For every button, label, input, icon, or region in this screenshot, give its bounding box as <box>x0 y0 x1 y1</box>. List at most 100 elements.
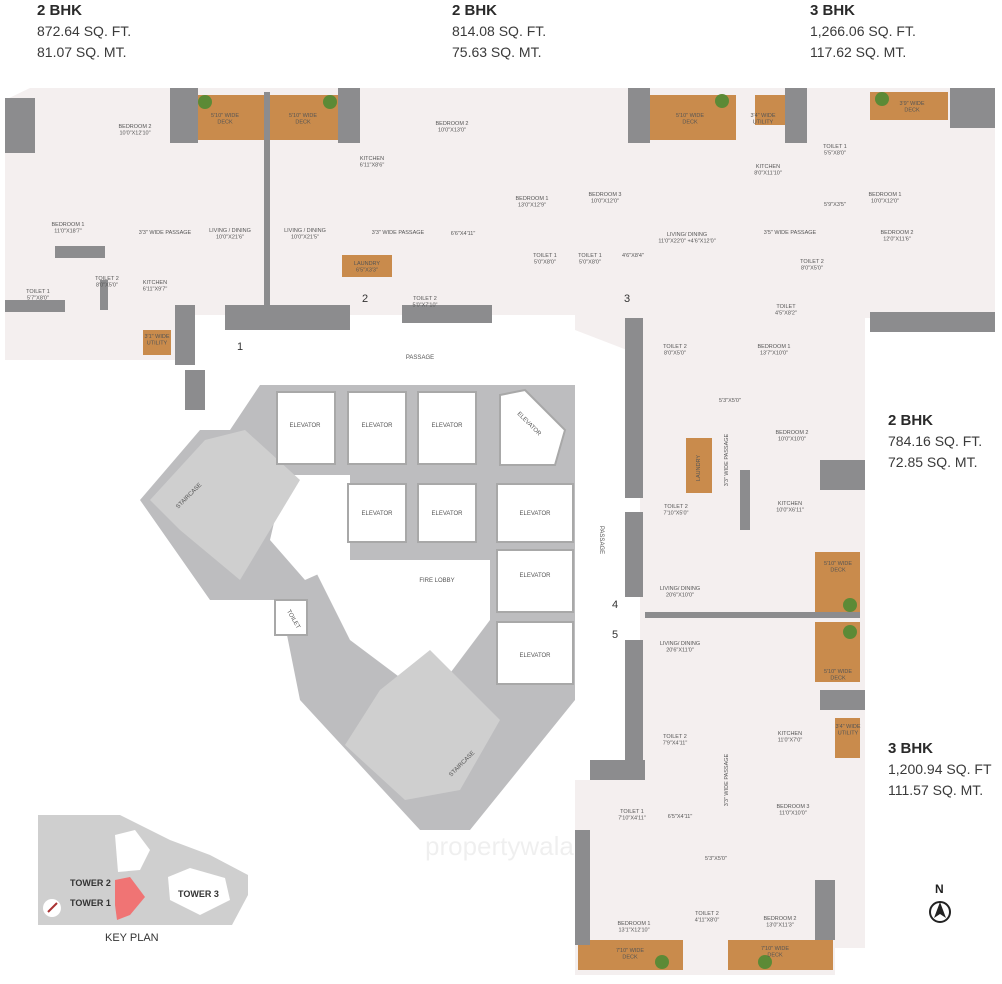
entry-number: 1 <box>237 341 243 353</box>
plant-icons <box>198 92 889 969</box>
room-name: 7'10" WIDE <box>761 946 789 952</box>
room-dimension: 7'9"X4'11" <box>663 741 688 747</box>
room-dimension: 5'0"X8'0" <box>534 260 556 266</box>
room-name: BEDROOM 3 <box>588 192 621 198</box>
room-dimension: DECK <box>904 108 920 114</box>
room-dimension: 7'10"X5'0" <box>664 511 689 517</box>
room-label: 6'6"X4'11" <box>451 231 476 237</box>
room-dimension: DECK <box>295 120 311 126</box>
room-dimension: UTILITY <box>838 731 859 737</box>
room-name: LIVING / DINING <box>209 228 251 234</box>
unit-type: 2 BHK <box>452 2 498 19</box>
unit-sqmt: 72.85 SQ. MT. <box>888 454 978 470</box>
room-name: KITCHEN <box>143 280 167 286</box>
room-dimension: 10'0"X12'0" <box>871 199 899 205</box>
room-dimension: 20'6"X10'0" <box>666 593 694 599</box>
room-name: TOILET 1 <box>823 144 847 150</box>
room-name: KITCHEN <box>778 501 802 507</box>
elevator-label: ELEVATOR <box>431 423 463 429</box>
room-dimension: 4'5"X8'2" <box>775 311 797 317</box>
room-dimension: 10'0"X21'6" <box>216 235 244 241</box>
room-dimension: 10'0"X12'0" <box>591 199 619 205</box>
room-name: 4'6"X8'4" <box>622 253 644 259</box>
room-name: BEDROOM 1 <box>51 222 84 228</box>
compass-label: N <box>935 882 944 896</box>
room-name: 5'10" WIDE <box>824 561 852 567</box>
room-name: 3'3" WIDE PASSAGE <box>372 230 425 236</box>
room-dimension: 6'11"X9'7" <box>143 287 168 293</box>
room-name: 5'3"X5'0" <box>705 856 727 862</box>
unit-header-2: 2 BHK 814.08 SQ. FT. 75.63 SQ. MT. <box>452 0 546 63</box>
unit-header-5: 3 BHK 1,200.94 SQ. FT 111.57 SQ. MT. <box>888 738 992 801</box>
room-label: 5'9"X3'5" <box>824 202 846 208</box>
room-name: TOILET 1 <box>26 289 50 295</box>
laundry-label: LAUNDRY <box>696 455 702 482</box>
room-name: TOILET 2 <box>664 504 688 510</box>
compass-north-icon: N <box>929 882 951 923</box>
room-dimension: 10'0"X21'5" <box>291 235 319 241</box>
room-name: 5'3"X5'0" <box>719 398 741 404</box>
unit-sqmt: 117.62 SQ. MT. <box>810 44 907 60</box>
room-label: 5'3"X5'0" <box>719 398 741 404</box>
room-name: TOILET 2 <box>663 344 687 350</box>
room-dimension: 4'11"X8'0" <box>695 918 720 924</box>
elevator-label: ELEVATOR <box>431 511 463 517</box>
key-plan-tower-1: TOWER 1 <box>70 898 111 908</box>
unit-type: 2 BHK <box>888 412 934 429</box>
room-name: BEDROOM 1 <box>515 196 548 202</box>
room-name: TOILET 1 <box>533 253 557 259</box>
room-label: 5'3"X5'0" <box>705 856 727 862</box>
passage-label: 3'3" WIDE PASSAGE <box>724 433 730 486</box>
key-plan: TOWER 2 TOWER 1 TOWER 3 KEY PLAN <box>38 815 248 944</box>
unit-sqft: 814.08 SQ. FT. <box>452 23 547 39</box>
room-dimension: 13'0"X11'3" <box>766 923 794 929</box>
unit-header-3: 3 BHK 1,266.06 SQ. FT. 117.62 SQ. MT. <box>810 0 916 63</box>
room-dimension: 5'5"X8'0" <box>824 151 846 157</box>
room-name: 6'5"X4'11" <box>668 814 693 820</box>
room-name: 7'10" WIDE <box>616 948 644 954</box>
room-name: 3'4" WIDE <box>750 113 775 119</box>
room-name: BEDROOM 1 <box>757 344 790 350</box>
key-plan-tower-3: TOWER 3 <box>178 889 219 899</box>
entry-number: 5 <box>612 629 618 641</box>
room-name: 5'10" WIDE <box>289 113 317 119</box>
room-name: TOILET 1 <box>620 809 644 815</box>
room-dimension: 5'0"X8'0" <box>579 260 601 266</box>
passage-label: PASSAGE <box>598 526 604 554</box>
room-dimension: 8'0"X5'0" <box>801 266 823 272</box>
unit-type: 2 BHK <box>37 2 83 19</box>
elevator-label: ELEVATOR <box>361 423 393 429</box>
unit-sqft: 1,266.06 SQ. FT. <box>810 23 916 39</box>
room-dimension: UTILITY <box>147 341 168 347</box>
room-dimension: 8'0"X11'10" <box>754 171 782 177</box>
watermark: propertywala <box>425 831 574 861</box>
room-dimension: DECK <box>830 568 846 574</box>
room-name: 5'10" WIDE <box>676 113 704 119</box>
elevator-label: ELEVATOR <box>361 511 393 517</box>
room-dimension: DECK <box>767 953 783 959</box>
